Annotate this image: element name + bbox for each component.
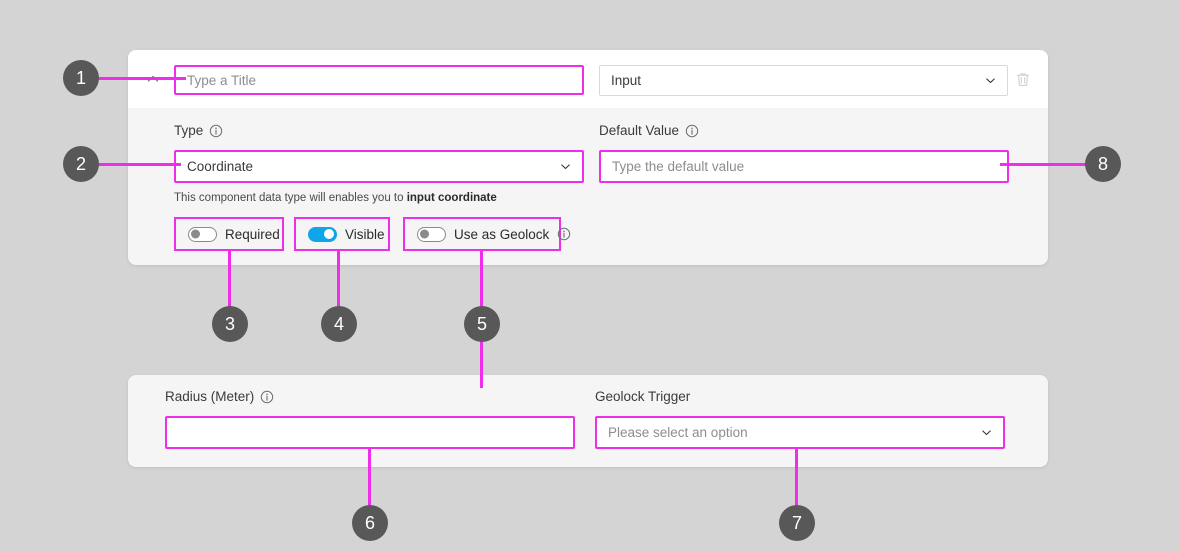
title-input-placeholder: Type a Title <box>187 72 257 88</box>
leader-line-1 <box>96 77 186 80</box>
callout-badge-7: 7 <box>779 505 815 541</box>
use-as-geolock-switch[interactable] <box>417 226 446 242</box>
leader-line-4 <box>337 250 340 328</box>
radius-label-group: Radius (Meter) <box>165 389 274 404</box>
component-type-select[interactable]: Input <box>599 65 1008 96</box>
component-type-value: Input <box>611 73 642 88</box>
use-as-geolock-toggle-label: Use as Geolock <box>454 226 550 242</box>
callout-number: 5 <box>476 313 487 334</box>
geolock-trigger-placeholder: Please select an option <box>608 425 748 440</box>
required-toggle-label: Required <box>225 226 280 242</box>
info-icon[interactable] <box>557 227 571 241</box>
leader-line-3 <box>228 250 231 328</box>
default-value-label: Default Value <box>599 123 680 138</box>
visible-switch[interactable] <box>308 226 337 242</box>
callout-number: 6 <box>364 512 375 533</box>
radius-input[interactable] <box>165 416 575 449</box>
leader-line-8 <box>1000 163 1090 166</box>
leader-line-6 <box>368 448 371 526</box>
callout-number: 7 <box>791 512 802 533</box>
leader-line-2 <box>96 163 181 166</box>
callout-number: 2 <box>75 153 86 174</box>
visible-toggle[interactable]: Visible <box>294 217 390 251</box>
geolock-trigger-label-group: Geolock Trigger <box>595 389 690 404</box>
type-helper-text: This component data type will enables yo… <box>174 192 497 204</box>
leader-line-7 <box>795 448 798 526</box>
info-icon[interactable] <box>260 390 274 404</box>
default-value-input[interactable]: Type the default value <box>599 150 1009 183</box>
geolock-settings-panel: Radius (Meter) Geolock Trigger Please se… <box>128 375 1048 467</box>
callout-number: 3 <box>224 313 235 334</box>
type-select-value: Coordinate <box>187 159 254 174</box>
visible-toggle-label: Visible <box>345 226 385 242</box>
type-label-group: Type <box>174 123 223 138</box>
chevron-down-icon <box>980 427 992 439</box>
callout-number: 4 <box>333 313 344 334</box>
title-input[interactable]: Type a Title <box>174 65 584 95</box>
default-value-placeholder: Type the default value <box>612 159 745 174</box>
callout-badge-5: 5 <box>464 306 500 342</box>
info-icon[interactable] <box>685 124 699 138</box>
type-helper-emphasis: input coordinate <box>406 192 497 204</box>
callout-number: 1 <box>75 67 86 88</box>
callout-badge-2: 2 <box>63 146 99 182</box>
default-value-label-group: Default Value <box>599 123 699 138</box>
chevron-down-icon <box>984 75 996 87</box>
callout-badge-6: 6 <box>352 505 388 541</box>
type-label: Type <box>174 123 204 138</box>
trash-icon[interactable] <box>1012 68 1034 90</box>
callout-badge-4: 4 <box>321 306 357 342</box>
radius-label: Radius (Meter) <box>165 389 255 404</box>
callout-badge-1: 1 <box>63 60 99 96</box>
chevron-down-icon <box>559 161 571 173</box>
callout-badge-8: 8 <box>1085 146 1121 182</box>
info-icon[interactable] <box>209 124 223 138</box>
type-select[interactable]: Coordinate <box>174 150 584 183</box>
required-toggle[interactable]: Required <box>174 217 284 251</box>
component-settings-panel: Type a Title Input Type Coordinate <box>128 50 1048 265</box>
geolock-trigger-select[interactable]: Please select an option <box>595 416 1005 449</box>
type-helper-prefix: This component data type will enables yo… <box>174 192 407 204</box>
use-as-geolock-toggle[interactable]: Use as Geolock <box>403 217 571 251</box>
required-switch[interactable] <box>188 226 217 242</box>
callout-number: 8 <box>1097 153 1108 174</box>
callout-badge-3: 3 <box>212 306 248 342</box>
geolock-trigger-label: Geolock Trigger <box>595 389 691 404</box>
